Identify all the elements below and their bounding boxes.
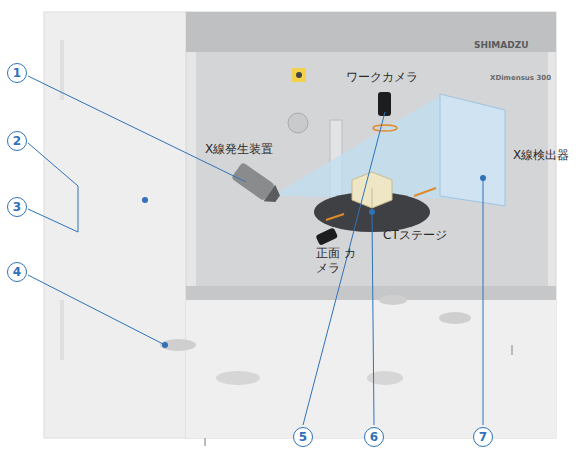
part-label: CTステージ [383, 228, 447, 243]
leader-line [372, 212, 374, 425]
leg [511, 345, 513, 355]
leader-dot [480, 175, 486, 181]
callout-circle: 6 [364, 427, 384, 447]
foot [439, 312, 471, 324]
foot [160, 339, 196, 351]
callout-circle: 2 [7, 131, 27, 151]
part-label: X線検出器 [513, 148, 569, 163]
xray-detector [440, 94, 505, 206]
callout-circle: 3 [7, 197, 27, 217]
leader-line [28, 76, 246, 182]
lower-band [186, 286, 556, 300]
leader-dot [162, 342, 168, 348]
foot [216, 371, 260, 385]
callout-number: 3 [13, 201, 21, 213]
brand-logo: SHIMADZU [474, 40, 529, 51]
leg [204, 438, 206, 446]
part-label: ワークカメラ [346, 70, 418, 85]
part-label: X線発生装置 [205, 142, 273, 157]
xray-source [231, 162, 283, 207]
callout-number: 5 [299, 431, 307, 443]
leader-line [28, 143, 78, 186]
front-camera [315, 227, 338, 245]
callout-circle: 7 [473, 427, 493, 447]
bracket [78, 186, 79, 232]
callout-number: 2 [13, 135, 21, 147]
leader-dot [369, 209, 375, 215]
callout-circle: 5 [293, 427, 313, 447]
callout-circle: 4 [7, 262, 27, 282]
callout-number: 6 [370, 431, 378, 443]
cabinet-handle [60, 40, 64, 100]
top-band [186, 12, 556, 52]
foot [367, 371, 403, 385]
model-name: XDimensus 300 [490, 74, 551, 83]
base [186, 300, 556, 438]
radiation-sign [296, 72, 302, 78]
motion-arrow [326, 214, 344, 220]
callout-number: 1 [13, 67, 21, 79]
leader-lines [28, 76, 483, 425]
front-camera-body [315, 227, 338, 245]
main-housing [186, 12, 556, 438]
callout-number: 4 [13, 266, 21, 278]
motion-arrow [414, 188, 436, 196]
leader-dots [142, 175, 486, 348]
cabinet-handle [60, 300, 64, 360]
callout-number: 7 [479, 431, 487, 443]
callout-circle: 1 [7, 63, 27, 83]
part-label: 正面 カメラ [316, 246, 358, 276]
rotation-arrow [373, 125, 397, 131]
leader-dot [142, 197, 148, 203]
door-lock [288, 113, 308, 133]
leader-line [303, 112, 385, 425]
foot [379, 295, 407, 305]
leader-line [28, 209, 78, 232]
xray-source-tip [264, 185, 284, 207]
leader-line [483, 178, 484, 425]
workpiece [352, 172, 392, 208]
leader-line [28, 275, 165, 345]
side-cabinet [44, 12, 190, 438]
workpiece-edge [372, 188, 373, 208]
radiation-sign [292, 68, 306, 82]
